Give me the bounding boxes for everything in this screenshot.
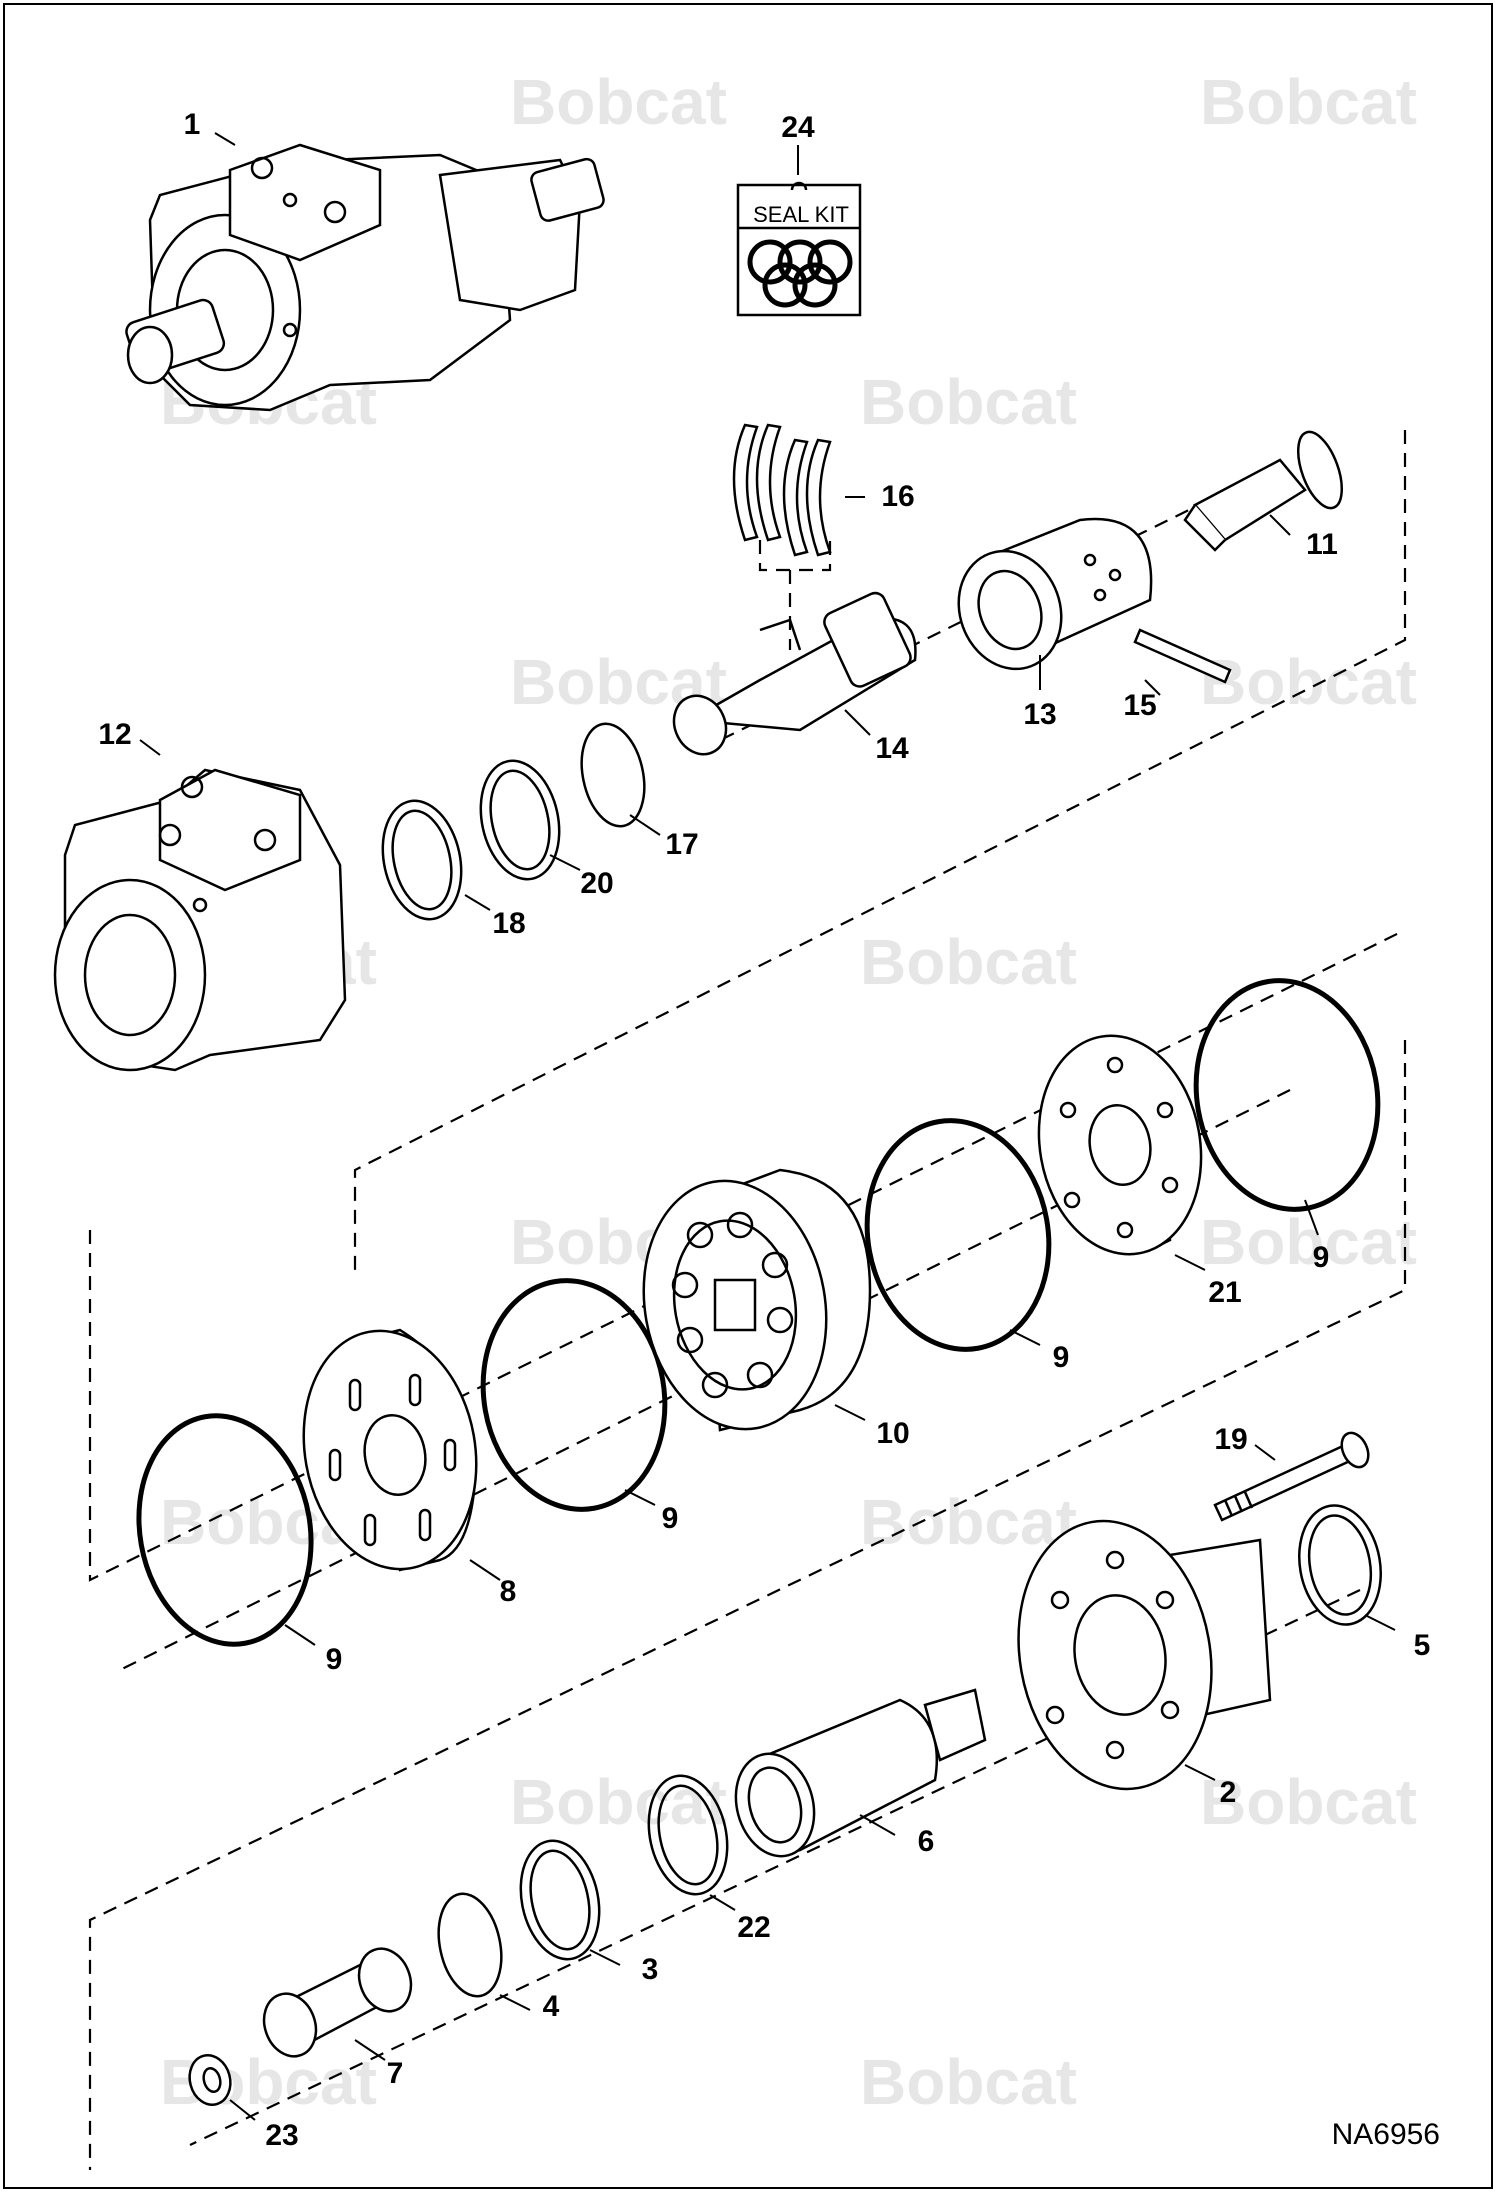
part-10-gerotor — [642, 1168, 872, 1432]
callout-11: 11 — [1306, 528, 1338, 561]
callout-24: 24 — [781, 111, 815, 144]
part-12-housing — [53, 768, 347, 1072]
callout-4: 4 — [542, 1990, 560, 2023]
part-23-washer — [188, 2054, 232, 2106]
part-15-pin — [1133, 628, 1232, 684]
part-9-o-ring-center-left — [480, 1278, 668, 1512]
callout-9-d: 9 — [325, 1643, 343, 1676]
part-13-sleeve — [957, 517, 1153, 671]
part-11-drive-link — [1183, 430, 1344, 552]
callout-9-a: 9 — [1312, 1241, 1330, 1274]
callout-18: 18 — [492, 907, 526, 940]
callout-23: 23 — [265, 2119, 299, 2152]
watermark-text: Bobcat — [510, 1766, 727, 1838]
callout-22: 22 — [737, 1911, 771, 1944]
diagram-frame — [3, 3, 1493, 2189]
callout-12: 12 — [98, 718, 132, 751]
watermark-text: Bobcat — [1200, 1766, 1417, 1838]
watermark-text: Bobcat — [1200, 66, 1417, 138]
callout-13: 13 — [1023, 698, 1057, 731]
part-17-snap-ring — [580, 722, 646, 828]
part-1-motor-assembly — [125, 143, 605, 412]
callout-17: 17 — [665, 828, 699, 861]
part-9-o-ring-upper-right — [1193, 978, 1381, 1212]
part-16-springs — [732, 423, 832, 557]
callout-19: 19 — [1214, 1423, 1248, 1456]
callout-3: 3 — [641, 1953, 659, 1986]
part-19-bolt — [1213, 1431, 1370, 1522]
part-5-ring — [1298, 1504, 1382, 1626]
part-20-ring — [479, 759, 561, 881]
callout-16: 16 — [881, 480, 915, 513]
watermark-text: Bobcat — [1200, 1206, 1417, 1278]
part-18-ring — [381, 799, 463, 921]
part-3-ring — [519, 1839, 601, 1961]
part-21-plate — [1037, 1034, 1203, 1256]
part-2-flange-housing — [1017, 1519, 1272, 1791]
part-9-o-ring-lower-left — [136, 1413, 314, 1647]
callout-20: 20 — [580, 867, 614, 900]
part-22-ring — [647, 1774, 729, 1896]
part-6-bearing — [734, 1688, 987, 1858]
callout-1: 1 — [183, 108, 201, 141]
part-14-spool-shaft — [672, 591, 917, 756]
watermark-text: Bobcat — [1200, 646, 1417, 718]
callout-5: 5 — [1413, 1629, 1431, 1662]
part-8-valve-plate — [302, 1328, 478, 1572]
watermark-text: Bobcat — [860, 366, 1077, 438]
drawing-number: NA6956 — [1331, 2118, 1440, 2151]
callout-9-c: 9 — [661, 1502, 679, 1535]
watermark-text: Bobcat — [860, 2046, 1077, 2118]
part-9-o-ring-middle — [864, 1118, 1052, 1352]
callout-15: 15 — [1123, 689, 1157, 722]
callout-9-b: 9 — [1052, 1341, 1070, 1374]
part-7-drive-shaft — [262, 1947, 413, 2058]
callout-8: 8 — [499, 1575, 517, 1608]
callout-2: 2 — [1219, 1776, 1237, 1809]
watermark-text: Bobcat — [510, 66, 727, 138]
leader-lines — [139, 132, 1396, 2121]
callout-21: 21 — [1208, 1276, 1242, 1309]
callout-6: 6 — [917, 1825, 935, 1858]
watermark-text: Bobcat — [860, 926, 1077, 998]
part-24-seal-kit — [736, 181, 862, 317]
part-4-snap-ring — [437, 1892, 503, 1998]
callout-7: 7 — [386, 2057, 404, 2090]
callout-14: 14 — [875, 732, 909, 765]
seal-kit-label: SEAL KIT — [753, 202, 849, 227]
watermark-text: Bobcat — [860, 1486, 1077, 1558]
callout-10: 10 — [876, 1417, 910, 1450]
